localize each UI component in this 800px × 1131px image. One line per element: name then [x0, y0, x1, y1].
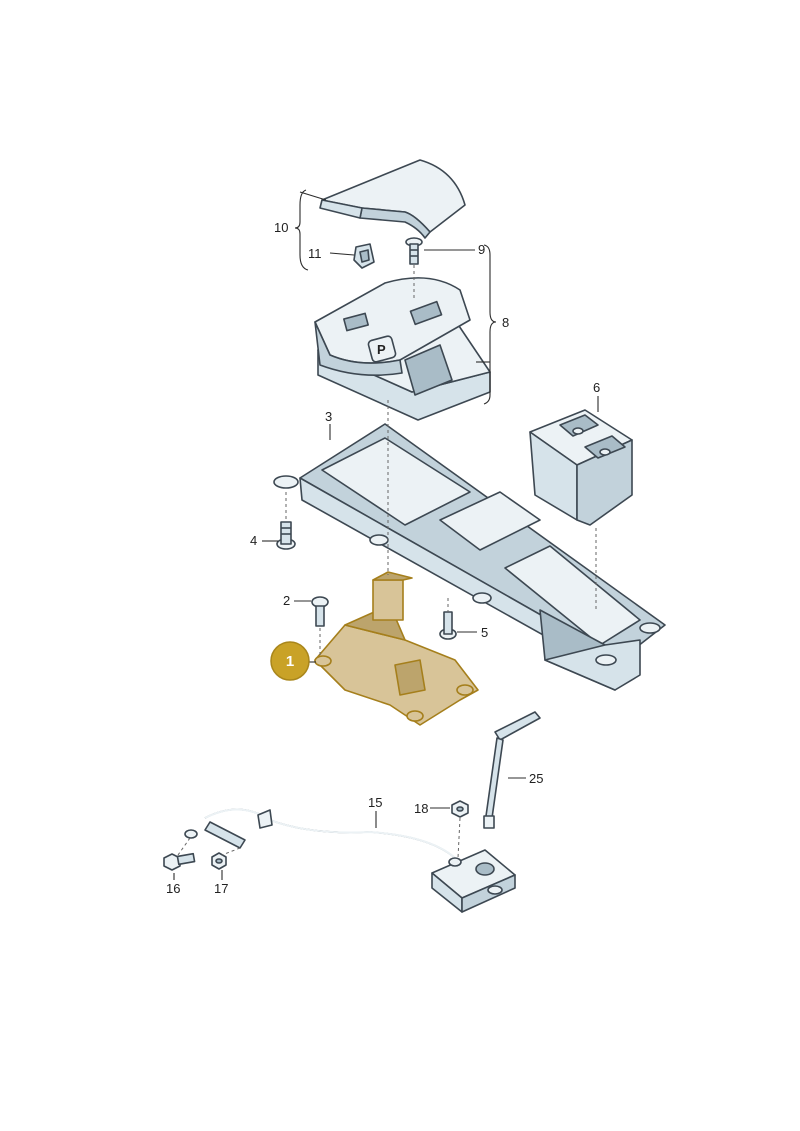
callout-3: 3	[325, 409, 332, 424]
clip-part-11	[353, 243, 375, 269]
callout-labels: 10 11 9 8 3 6 4 2 5 25 15 18 16 17	[166, 220, 600, 896]
switch-module-part-6	[529, 409, 633, 526]
callout-4: 4	[250, 533, 257, 548]
callout-11: 11	[308, 246, 322, 261]
callout-6: 6	[593, 380, 600, 395]
bolt-part-4	[276, 521, 296, 550]
callout-2: 2	[283, 593, 290, 608]
linkage-rod-part-25	[483, 711, 541, 829]
highlight-badge-circle	[270, 641, 310, 681]
cable-bracket	[431, 849, 516, 913]
bolt-part-16	[163, 852, 196, 871]
callout-25: 25	[529, 771, 543, 786]
highlight-badge: 1	[270, 641, 310, 681]
selector-mechanism-part-1	[314, 571, 479, 726]
callout-17: 17	[214, 881, 228, 896]
console-frame-part-3	[273, 423, 666, 691]
callout-18: 18	[414, 801, 428, 816]
callout-16: 16	[166, 881, 180, 896]
selector-housing-part-8: P	[314, 277, 491, 421]
park-button-label: P	[377, 342, 386, 357]
nut-part-17	[211, 852, 227, 870]
callout-15: 15	[368, 795, 382, 810]
callout-5: 5	[481, 625, 488, 640]
bolt-part-5	[439, 611, 457, 640]
callout-8: 8	[502, 315, 509, 330]
screw-part-2	[311, 596, 329, 627]
callout-9: 9	[478, 242, 485, 257]
assembly-lines	[177, 265, 597, 859]
highlight-badge-number: 1	[286, 653, 294, 670]
cover-part-10	[319, 159, 466, 239]
leader-lines	[173, 189, 599, 880]
screw-part-9	[405, 237, 423, 265]
callout-10: 10	[274, 220, 288, 235]
nut-part-18	[451, 800, 469, 818]
cable-part-15	[184, 808, 456, 859]
